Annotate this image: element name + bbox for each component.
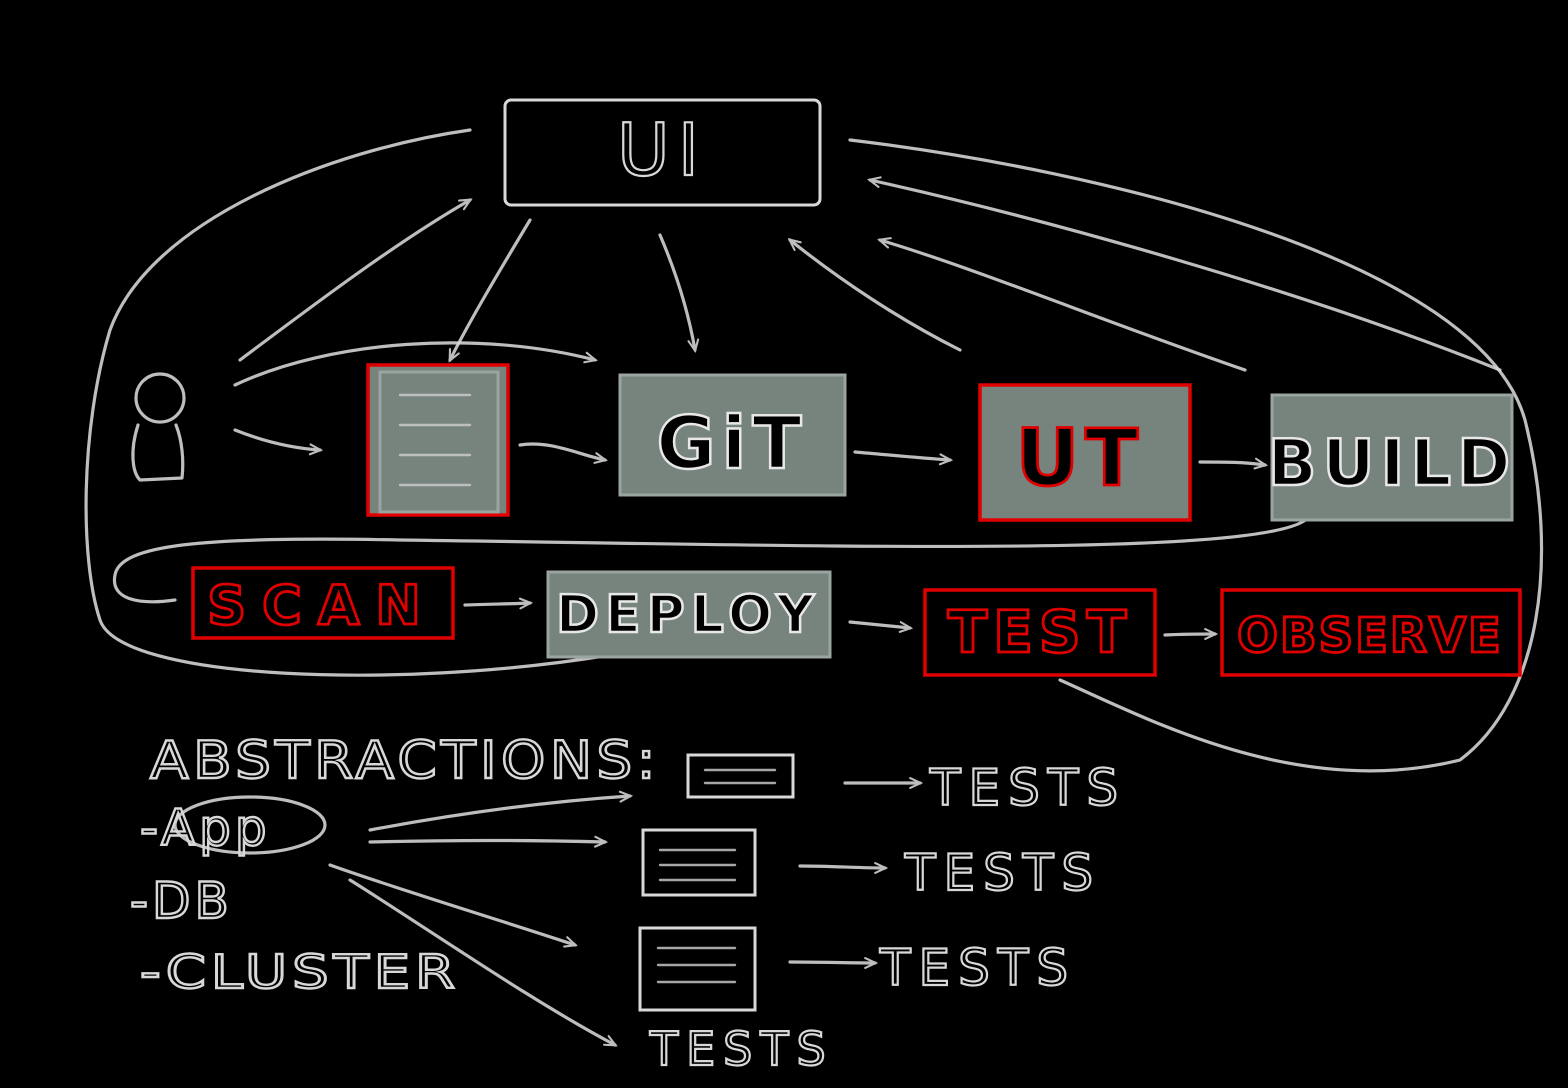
arrow-build-to-ui [880,240,1247,372]
person-icon [131,372,186,482]
arrow-person-to-git [233,341,595,387]
arrow-app-to-tests-4 [348,878,615,1047]
arrow-file-to-git [518,442,605,460]
arrow-app-to-file-1 [368,796,630,832]
arrow-test-to-observe [1163,634,1215,635]
arrow-person-to-ui [238,198,470,362]
ut-node [978,383,1192,522]
abstractions-title: ABSTRACTIONS: [150,731,660,791]
deploy-node-label: DEPLOY [556,585,820,645]
abstraction-item-cluster: -CLUSTER [140,945,460,999]
ut-node-label: UT [1016,414,1145,504]
ui-node-label: UI [617,108,707,192]
scan-node [191,566,455,640]
return-loop [112,513,1312,604]
abstraction-item-db: -DB [130,872,233,930]
outer-loop-left [84,128,612,677]
observe-node [1220,588,1522,677]
app-highlight-ellipse [173,795,327,855]
arrow-observe-to-ui [870,180,1502,372]
arrow-app-to-file-3 [328,863,575,945]
build-node-label: BUILD [1268,427,1516,501]
deploy-node [546,570,832,659]
observe-node-label: OBSERVE [1237,608,1503,664]
file-node [366,363,510,517]
git-node [618,373,847,497]
arrow-ut-to-build [1198,462,1265,465]
test-node [923,588,1157,677]
abstraction-file-1 [686,753,795,799]
tests-label-1: TESTS [929,759,1126,817]
scan-node-label: SCAN [207,574,437,637]
arrow-file3-to-tests [788,962,875,963]
ui-node [503,98,822,207]
arrow-ut-to-ui [790,240,962,352]
arrow-person-to-file [233,428,320,450]
tests-label-3: TESTS [879,939,1076,997]
arrow-scan-to-deploy [463,603,530,605]
outer-loop-right [848,138,1544,773]
arrow-git-to-ut [853,450,950,460]
tests-label-2: TESTS [904,844,1101,902]
test-node-label: TEST [948,598,1133,666]
arrow-ui-to-git [658,233,695,350]
build-node [1270,393,1514,522]
arrow-file2-to-tests [798,866,885,868]
arrow-app-to-file-2 [368,841,605,843]
tests-label-4: TESTS [649,1022,834,1076]
abstraction-file-3 [638,926,757,1012]
git-node-label: GiT [657,401,808,485]
arrow-ui-to-file [448,218,532,360]
abstraction-item-app: -App [140,799,271,857]
arrow-deploy-to-test [848,620,910,628]
abstraction-file-2 [641,828,757,897]
